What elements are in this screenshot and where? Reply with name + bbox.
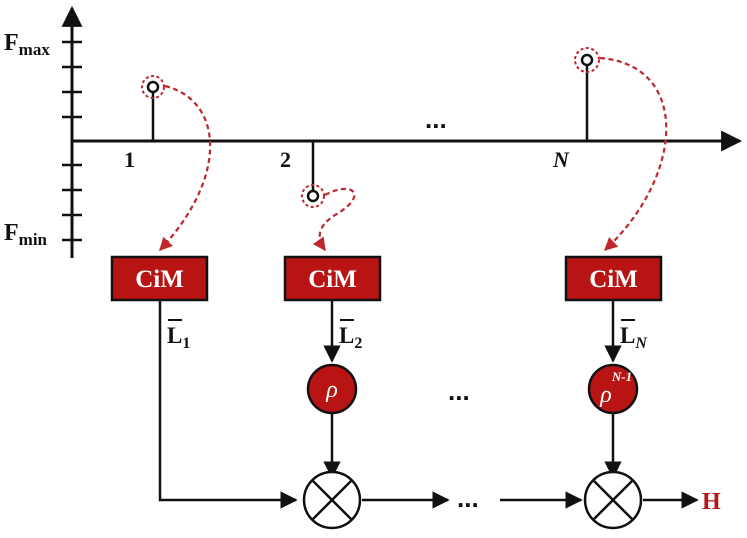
signal-label-2: L2 bbox=[339, 319, 362, 352]
fmax-label: Fmax bbox=[4, 30, 50, 59]
circled-times-icon bbox=[583, 470, 643, 530]
weight-rho: ρ bbox=[306, 363, 358, 415]
signal-lines bbox=[158, 300, 699, 509]
cim-label: CiM bbox=[308, 266, 357, 293]
cim-block-1: CiM bbox=[110, 255, 209, 302]
svg-text:ρ: ρ bbox=[325, 377, 338, 403]
x-tick-n: N bbox=[552, 147, 570, 172]
svg-text:L1: L1 bbox=[167, 323, 190, 352]
fmin-label: Fmin bbox=[4, 220, 48, 249]
ring-marker-icon bbox=[141, 75, 165, 99]
signal-label-n: LN bbox=[620, 319, 648, 352]
sample-stems bbox=[151, 65, 589, 190]
middle-ellipsis: ... bbox=[448, 376, 470, 406]
svg-text:LN: LN bbox=[620, 323, 648, 352]
dashed-links bbox=[159, 56, 668, 252]
cim-label: CiM bbox=[589, 266, 638, 293]
signal-label-1: L1 bbox=[167, 319, 190, 352]
svg-text:ρ: ρ bbox=[599, 382, 612, 408]
output-label: H bbox=[702, 489, 721, 515]
bottom-ellipsis: ... bbox=[457, 483, 479, 513]
axis-ellipsis: ... bbox=[425, 104, 447, 134]
svg-text:N-1: N-1 bbox=[611, 369, 632, 384]
cim-block-n: CiM bbox=[564, 255, 663, 302]
ring-marker-icon bbox=[301, 184, 325, 208]
svg-text:L2: L2 bbox=[339, 323, 362, 352]
y-axis: Fmax Fmin bbox=[4, 5, 83, 258]
ring-marker-icon bbox=[574, 47, 600, 73]
circled-times-icon bbox=[302, 470, 362, 530]
x-tick-1: 1 bbox=[124, 147, 135, 172]
cim-label: CiM bbox=[135, 266, 184, 293]
x-tick-2: 2 bbox=[280, 147, 291, 172]
x-axis: 1 2 N ... bbox=[72, 104, 743, 172]
weight-rho-n-1: ρ N-1 bbox=[587, 363, 639, 415]
cim-block-2: CiM bbox=[283, 255, 382, 302]
